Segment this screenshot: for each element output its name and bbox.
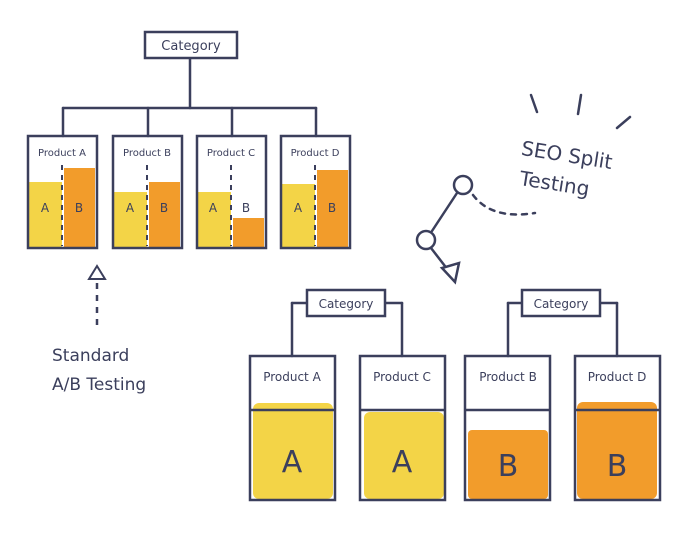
- right-product-c-card: Product C A: [358, 354, 447, 502]
- left-category-label: Category: [161, 39, 221, 54]
- right-product-b-label: Product B: [479, 370, 537, 384]
- standard-caption-line1: Standard: [52, 346, 129, 366]
- right-group-1-category-node: Category: [305, 288, 387, 318]
- left-product-b-split-b: B: [160, 201, 168, 215]
- left-product-c-split-a: A: [209, 201, 218, 215]
- right-group-1-tree: [290, 301, 404, 358]
- left-product-c-label: Product C: [207, 148, 255, 159]
- right-product-c-label: Product C: [373, 370, 431, 384]
- standard-caption-line2: A/B Testing: [52, 375, 146, 395]
- right-group-2-category-label: Category: [534, 297, 589, 311]
- left-product-a-split-a: A: [41, 201, 50, 215]
- transition-arrow-icon: [415, 174, 537, 285]
- right-group-1-category-label: Category: [319, 297, 374, 311]
- right-product-b-variant: B: [498, 449, 519, 484]
- left-product-d-split-b: B: [328, 201, 336, 215]
- right-product-b-card: Product B B: [463, 354, 552, 502]
- right-product-a-label: Product A: [263, 370, 321, 384]
- left-product-d-label: Product D: [291, 148, 340, 159]
- left-product-b-card: Product B A B: [111, 134, 184, 250]
- right-product-a-card: Product A A: [248, 354, 337, 502]
- right-product-c-variant: A: [392, 445, 413, 480]
- right-product-d-card: Product D B: [573, 354, 662, 502]
- left-product-d-card: Product D A B: [279, 134, 352, 250]
- left-category-tree: [61, 56, 318, 138]
- right-product-a-variant: A: [282, 445, 303, 480]
- left-product-a-split-b: B: [75, 201, 83, 215]
- emphasis-marks-icon: [529, 93, 632, 130]
- left-product-c-split-b: B: [242, 201, 250, 215]
- left-product-a-card: Product A A B: [26, 134, 99, 250]
- left-product-c-card: Product C A B: [195, 134, 268, 250]
- right-product-d-label: Product D: [588, 370, 647, 384]
- seo-caption: SEO Split Testing: [517, 136, 614, 201]
- left-product-b-split-a: A: [126, 201, 135, 215]
- right-group-2-tree: [506, 301, 619, 358]
- left-product-d-split-a: A: [294, 201, 303, 215]
- right-product-d-variant: B: [607, 449, 628, 484]
- right-group-2-category-node: Category: [520, 288, 602, 318]
- left-product-a-label: Product A: [38, 148, 86, 159]
- left-category-node: Category: [143, 30, 239, 60]
- left-product-b-label: Product B: [123, 148, 171, 159]
- up-arrow-icon: [87, 264, 107, 330]
- seo-caption-line2: Testing: [517, 166, 591, 201]
